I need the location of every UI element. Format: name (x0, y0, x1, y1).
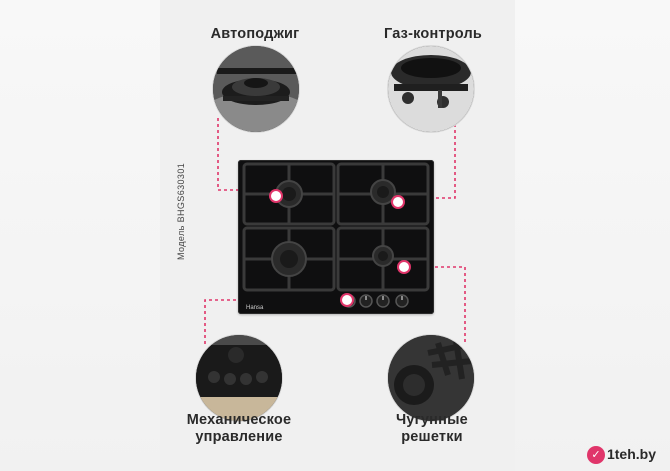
grates-label-line2: решетки (401, 429, 463, 445)
grates-closeup (388, 335, 474, 421)
grates-label: Чугунные решетки (380, 412, 484, 446)
grates-marker (399, 262, 409, 272)
mechanical-control-closeup (196, 335, 282, 421)
gas-hob: Hansa (238, 160, 434, 314)
mechanical-control-marker (342, 295, 352, 305)
hob-top-view: Hansa (242, 162, 430, 311)
mechanical-control-label-line1: Механическое (186, 412, 292, 428)
ignition-closeup (213, 46, 299, 132)
watermark-text: 1teh.by (606, 445, 656, 462)
ignition-burner-image (213, 46, 299, 132)
ignition-label: Автоподжиг (210, 26, 300, 42)
mechanical-control-label: Механическое управление (180, 412, 298, 446)
gas-control-image (388, 46, 474, 132)
gas-control-closeup (388, 46, 474, 132)
watermark-icon: ✓ (586, 446, 605, 464)
control-knobs-image (196, 335, 282, 421)
gas-control-label: Газ-контроль (384, 26, 482, 42)
brand-logo: Hansa (246, 305, 264, 311)
grates-label-line1: Чугунные (396, 412, 468, 428)
model-number: Модель BHGS630301 (176, 162, 186, 260)
gas-control-marker (393, 197, 403, 207)
grates-image (388, 335, 474, 421)
watermark: ✓1teh.by (586, 445, 656, 464)
mechanical-control-label-line2: управление (195, 429, 283, 445)
ignition-marker (271, 191, 281, 201)
